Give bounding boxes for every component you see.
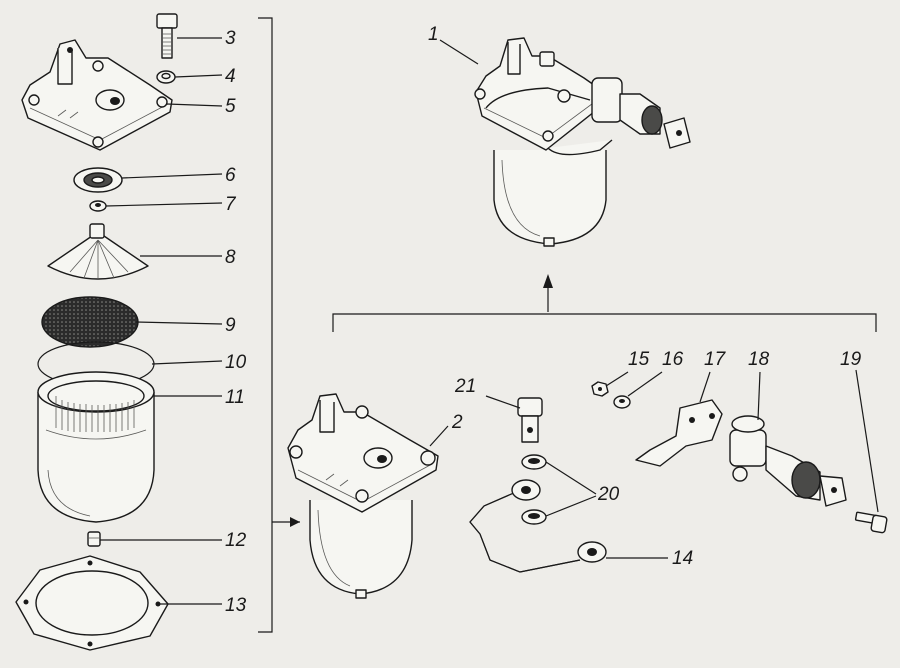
- callout-12: 12: [225, 530, 247, 551]
- callout-7: 7: [225, 194, 237, 215]
- screw-part-19: [854, 511, 888, 534]
- bolt-part-3: [156, 13, 178, 59]
- callout-1: 1: [428, 24, 439, 45]
- callout-3: 3: [225, 28, 236, 49]
- washer-part-7: [89, 200, 107, 212]
- callout-10: 10: [225, 352, 247, 373]
- washers-part-20: [521, 454, 547, 525]
- callout-19: 19: [840, 349, 862, 370]
- cone-deflector-part-8: [47, 223, 149, 280]
- washer-part-4: [156, 70, 176, 84]
- callout-labels: 1 2 3 4 5 6 7 8 9 10 11 12 13 14 15 16 1…: [225, 24, 862, 616]
- leader-lines-left: [100, 37, 223, 605]
- washer-part-16: [613, 395, 631, 409]
- filter-cover-part-5: [21, 39, 173, 151]
- callout-16: 16: [662, 349, 684, 370]
- callout-6: 6: [225, 165, 236, 186]
- assembly-arrow: [332, 274, 877, 332]
- callout-15: 15: [628, 349, 650, 370]
- mounting-gasket-part-13: [15, 555, 169, 651]
- drain-plug-part-12: [87, 531, 101, 547]
- bracket-part-17: [635, 399, 723, 467]
- callout-17: 17: [704, 349, 727, 370]
- callout-18: 18: [748, 349, 770, 370]
- callout-5: 5: [225, 96, 236, 117]
- callout-14: 14: [672, 548, 693, 569]
- callout-8: 8: [225, 247, 236, 268]
- hand-pump-part-18: [729, 415, 847, 507]
- banjo-bolt-part-21: [517, 397, 543, 443]
- callout-11: 11: [225, 387, 245, 408]
- fuel-pipe-part-14: [469, 479, 607, 573]
- bowl-part-11: [37, 371, 155, 523]
- callout-13: 13: [225, 595, 247, 616]
- callout-2: 2: [451, 412, 463, 433]
- exploded-bracket: [258, 17, 300, 633]
- assembled-filter-part-1: [474, 37, 691, 247]
- leader-lines-right: [429, 39, 879, 559]
- mesh-filter-part-9: [41, 296, 139, 348]
- callout-4: 4: [225, 66, 236, 87]
- filter-body-part-2: [287, 393, 439, 599]
- gasket-part-6: [73, 167, 123, 193]
- callout-20: 20: [597, 484, 620, 505]
- callout-21: 21: [454, 376, 476, 397]
- nut-part-15: [591, 381, 609, 397]
- callout-9: 9: [225, 315, 236, 336]
